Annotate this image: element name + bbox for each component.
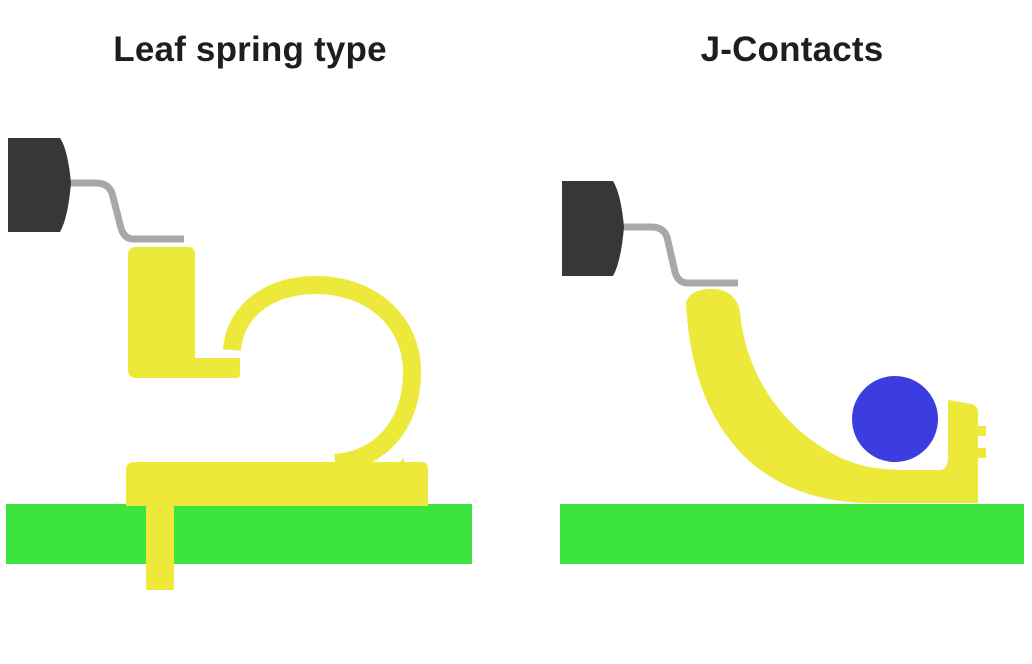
leaf-ic-lead (8, 179, 184, 243)
leaf-spring-title: Leaf spring type (113, 30, 387, 69)
j-solder-ball (852, 376, 938, 462)
j-contact-assembly (560, 181, 1024, 564)
leaf-pcb-board (6, 504, 472, 564)
leaf-ic-package (8, 138, 71, 232)
leaf-contact-upper-block (128, 247, 240, 378)
j-ic-lead (562, 223, 738, 287)
j-pcb-board (560, 504, 1024, 564)
leaf-spring-assembly (6, 138, 472, 590)
leaf-contact-base (126, 455, 428, 506)
j-contact-body (686, 289, 986, 503)
j-ic-package (562, 181, 624, 276)
j-contacts-title: J-Contacts (700, 30, 884, 69)
leaf-contact-spring-loop (223, 275, 422, 472)
